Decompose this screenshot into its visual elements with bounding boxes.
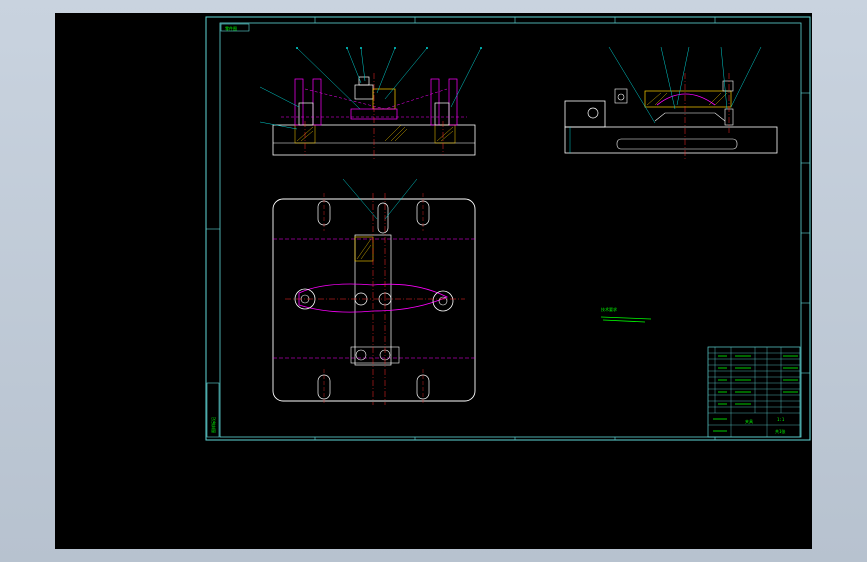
tech-note: 技术要求 (601, 306, 617, 312)
tech-note-scribble (600, 316, 652, 323)
title-block-ratio: 1:1 (777, 417, 785, 422)
sheet-inner-border (219, 22, 802, 438)
front-view (259, 47, 482, 159)
cad-viewport[interactable]: 零件图 图样标记 (55, 13, 812, 549)
side-strip (206, 382, 220, 438)
title-block: 夹具 1:1 共1张 (707, 346, 801, 438)
side-strip-label: 图样标记 (210, 417, 216, 433)
sheet-outer-border (205, 16, 811, 441)
corner-tag: 零件图 (225, 25, 237, 31)
side-view (564, 46, 778, 159)
border-ticks (206, 17, 810, 440)
corner-tag-box (220, 23, 250, 32)
cad-drawing: 零件图 图样标记 (205, 16, 811, 441)
title-block-sheet: 共1张 (775, 428, 785, 434)
plan-view (272, 178, 476, 405)
title-block-title: 夹具 (745, 418, 753, 424)
